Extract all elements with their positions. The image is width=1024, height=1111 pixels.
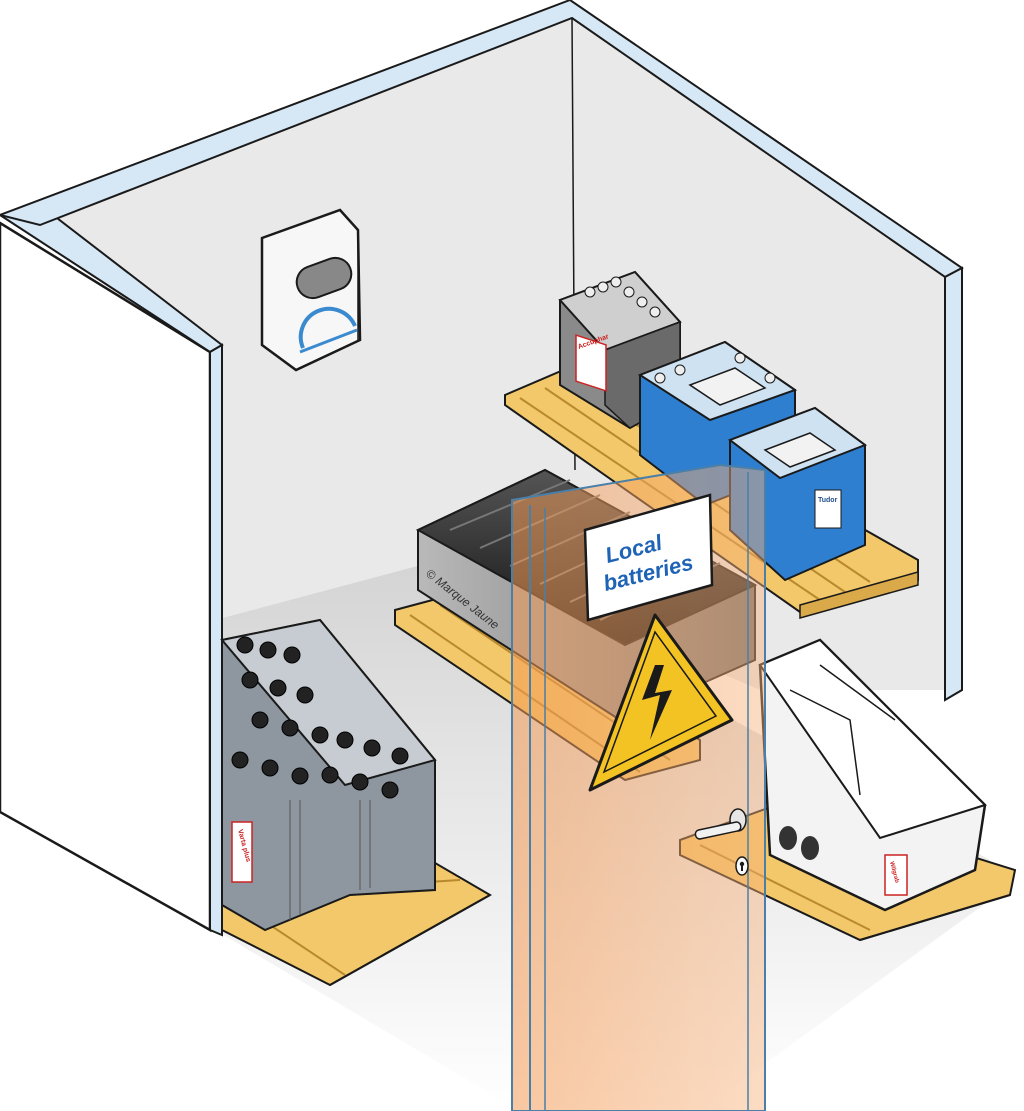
keyhole-icon (735, 856, 749, 876)
traction-cells: Varta plus (220, 618, 437, 932)
door-handle-icon[interactable] (694, 808, 747, 840)
right-wall-edge (944, 266, 963, 702)
wall-charger-icon (260, 208, 362, 372)
white-battery-brand: Wilgrab (888, 861, 900, 884)
left-wall-edge (209, 343, 223, 937)
room-walls (0, 0, 990, 1111)
local-batteries-sign: Local batteries (583, 493, 714, 622)
white-battery: Wilgrab (758, 638, 987, 912)
glass-door[interactable] (511, 463, 766, 1111)
blue-battery-brand: Tudor (818, 497, 838, 504)
lightning-warning-icon (588, 613, 734, 792)
